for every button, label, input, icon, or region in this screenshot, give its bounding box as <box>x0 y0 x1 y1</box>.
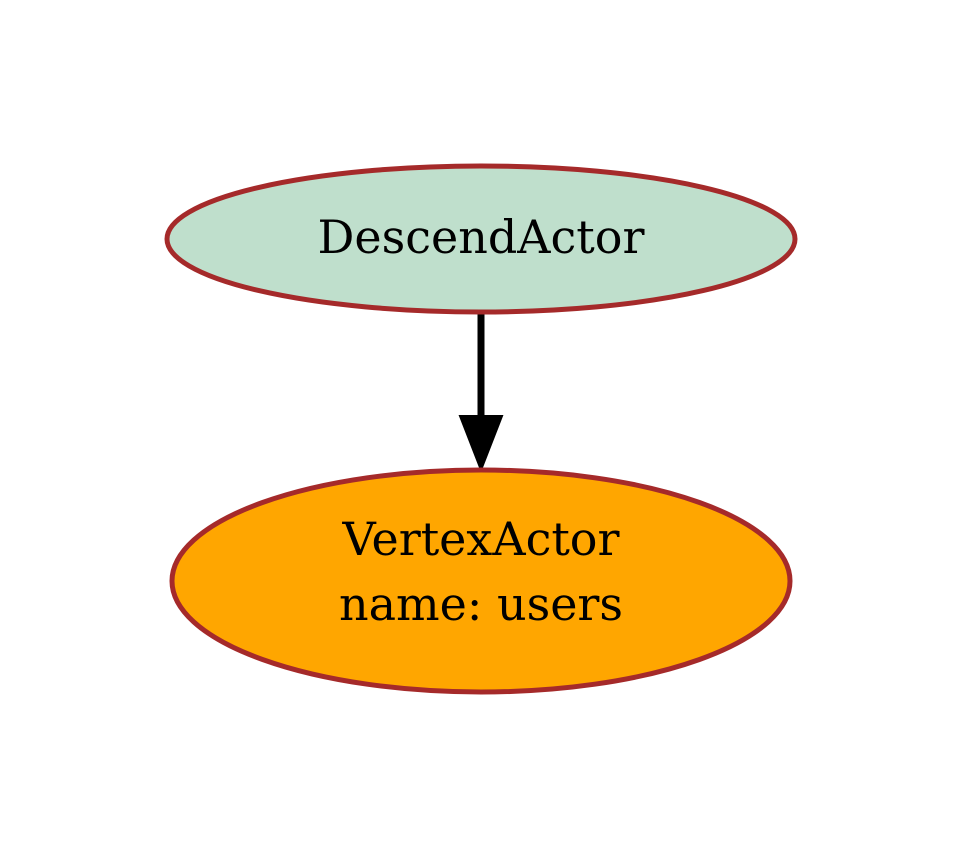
arrowhead-icon <box>458 415 504 473</box>
node-vertex-actor[interactable]: VertexActor name: users <box>169 467 793 695</box>
edge-descend-to-vertex[interactable] <box>458 312 504 473</box>
node-shape-ellipse <box>169 467 793 695</box>
node-label-descend-actor: DescendActor <box>318 210 645 264</box>
node-descend-actor[interactable]: DescendActor <box>164 163 798 315</box>
node-label-vertex-actor-line1: VertexActor <box>341 512 619 566</box>
node-label-vertex-actor-line2: name: users <box>339 577 623 631</box>
node-shape-ellipse <box>164 163 798 315</box>
